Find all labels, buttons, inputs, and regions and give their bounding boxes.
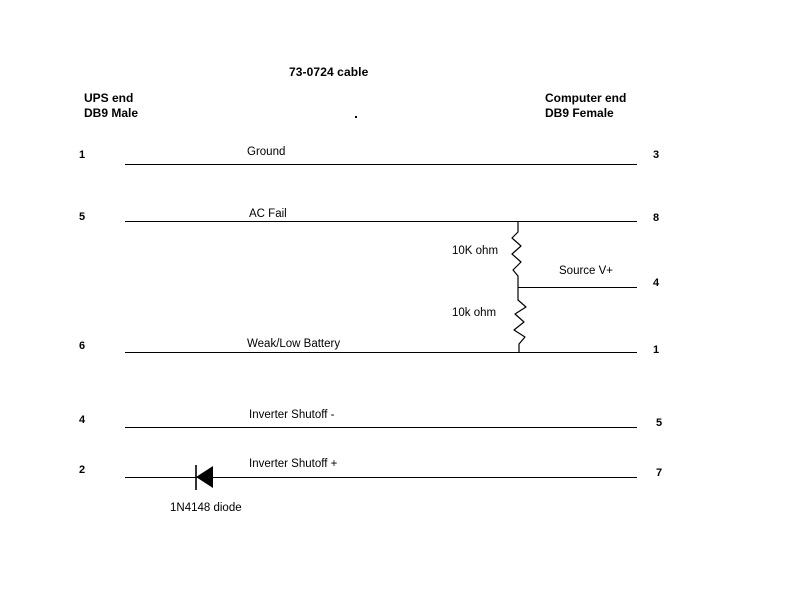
left-pin-2: 2 (79, 464, 86, 476)
signal-label-ground: Ground (247, 146, 286, 158)
lower-resistor-label: 10k ohm (452, 307, 497, 319)
wire-weak-low-battery (125, 352, 637, 353)
upper-resistor-symbol (511, 221, 522, 287)
right-pin-7: 7 (656, 467, 663, 479)
signal-label-weak-low-battery: Weak/Low Battery (247, 338, 341, 350)
signal-label-inverter-shutoff-plus: Inverter Shutoff + (249, 458, 338, 470)
right-end-header-line1: Computer end (545, 91, 627, 105)
left-end-header-line2: DB9 Male (84, 106, 139, 120)
left-pin-1: 1 (79, 149, 86, 161)
wire-ac-fail (125, 221, 637, 222)
right-pin-8: 8 (653, 212, 660, 224)
signal-label-inverter-shutoff-minus: Inverter Shutoff - (249, 409, 335, 421)
right-pin-1: 1 (653, 344, 660, 356)
left-pin-4: 4 (79, 414, 86, 426)
right-pin-3: 3 (653, 149, 660, 161)
wire-inverter-shutoff-minus (125, 427, 637, 428)
diagram-title: 73-0724 cable (289, 65, 369, 79)
wire-source-v-plus (518, 287, 637, 288)
left-pin-6: 6 (79, 340, 86, 352)
lower-resistor-symbol (513, 287, 527, 352)
diode-label: 1N4148 diode (170, 502, 242, 514)
signal-label-ac-fail: AC Fail (249, 208, 287, 220)
upper-resistor-label: 10K ohm (452, 245, 499, 257)
right-end-header: Computer end DB9 Female (545, 91, 626, 121)
right-end-header-line2: DB9 Female (545, 106, 614, 120)
right-pin-5: 5 (656, 417, 663, 429)
stray-dot-artifact (355, 116, 357, 118)
left-end-header: UPS end DB9 Male (84, 91, 138, 121)
wire-ground (125, 164, 637, 165)
wire-inverter-shutoff-plus (125, 477, 637, 478)
right-pin-4: 4 (653, 277, 660, 289)
left-end-header-line1: UPS end (84, 91, 134, 105)
left-pin-5: 5 (79, 211, 86, 223)
signal-label-source-v-plus: Source V+ (559, 265, 614, 277)
